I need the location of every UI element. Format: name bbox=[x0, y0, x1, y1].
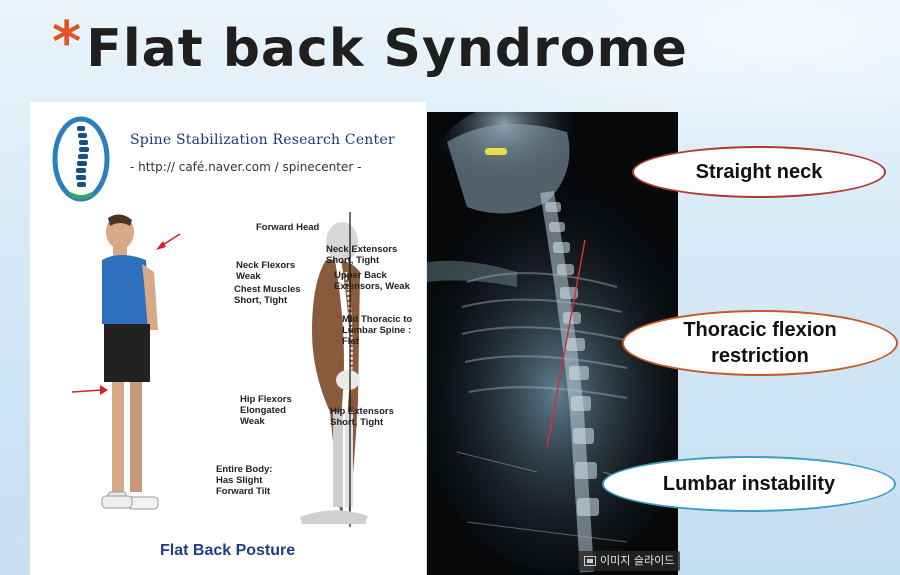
figure-caption: Flat Back Posture bbox=[160, 542, 296, 559]
annotation-forward-head: Forward Head bbox=[256, 222, 320, 233]
man-figure bbox=[71, 214, 181, 510]
annotation-neck-extensors: Neck Extensors Short, Tight bbox=[326, 244, 398, 266]
anatomy-figure bbox=[300, 212, 368, 527]
spine-logo-icon bbox=[52, 116, 110, 202]
annotation-neck-flexors: Neck Flexors Weak bbox=[236, 260, 296, 282]
annotation-upper-back: Upper Back Extensors, Weak bbox=[334, 270, 410, 292]
org-url: - http:// café.naver.com / spinecenter - bbox=[130, 160, 362, 174]
title-text: Flat back Syndrome bbox=[86, 19, 688, 79]
callout-straight-neck-text: Straight neck bbox=[695, 160, 823, 183]
title-bullet: * bbox=[52, 10, 83, 75]
slideshow-label: 이미지 슬라이드 bbox=[600, 554, 675, 567]
callout-lumbar-instability: Lumbar instability bbox=[602, 456, 896, 512]
callout-lumbar-instability-text: Lumbar instability bbox=[662, 472, 836, 495]
org-name: Spine Stabilization Research Center bbox=[130, 132, 395, 148]
image-slideshow-button[interactable]: 이미지 슬라이드 bbox=[578, 551, 681, 571]
callout-straight-neck: Straight neck bbox=[632, 146, 886, 198]
posture-figure bbox=[71, 212, 368, 527]
annotation-mid-thoracic: Mid Thoracic to Lumbar Spine : Flat bbox=[342, 314, 413, 347]
annotation-entire-body: Entire Body: Has Slight Forward Tilt bbox=[216, 464, 273, 497]
callout-thoracic-flexion: Thoracic flexion restriction bbox=[622, 310, 898, 376]
annotation-hip-flexors: Hip Flexors Elongated Weak bbox=[240, 394, 292, 427]
callout-thoracic-flexion-text: Thoracic flexion restriction bbox=[683, 319, 837, 367]
slideshow-icon bbox=[584, 556, 596, 566]
annotation-chest-muscles: Chest Muscles Short, Tight bbox=[234, 284, 301, 306]
annotation-hip-extensors: Hip Extensors Short, Tight bbox=[330, 406, 394, 428]
slide-title: *Flat back Syndrome bbox=[52, 4, 688, 94]
posture-illustration-panel: Spine Stabilization Research Center - ht… bbox=[30, 102, 426, 575]
